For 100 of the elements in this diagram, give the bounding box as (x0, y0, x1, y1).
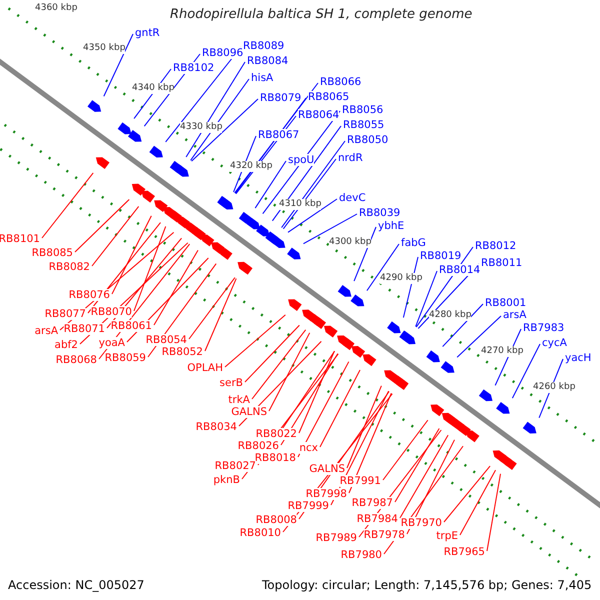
gene-label: RB8052 (162, 346, 203, 358)
gene-label: RB7980 (340, 549, 382, 561)
leader-line (134, 226, 166, 312)
gene-label: RB8102 (173, 62, 214, 74)
gene-label: abf2 (54, 339, 78, 351)
scale-label: 4340 kbp (132, 83, 174, 94)
leader-line (415, 270, 438, 328)
scale-label: 4280 kbp (429, 310, 472, 321)
gene-label: spoU (288, 154, 314, 166)
gene-label: RB7983 (523, 322, 564, 334)
gene-label: RB7984 (356, 513, 398, 525)
leader-line (416, 246, 474, 328)
gene-label: cycA (542, 337, 567, 349)
leader-line (204, 278, 237, 352)
gene-label: RB8008 (256, 514, 297, 526)
gene-label: serB (220, 377, 243, 389)
gene-label: RB7989 (316, 532, 357, 544)
leader-line (382, 420, 428, 480)
gene-label: RB8018 (254, 452, 296, 464)
leader-line (42, 172, 94, 238)
gene-label: trkA (228, 394, 250, 406)
gene-label: RB8011 (481, 257, 522, 269)
gene-label: RB8064 (298, 109, 340, 121)
gene-label: RB8096 (202, 47, 244, 59)
scale-label: 4320 kbp (230, 161, 272, 172)
leader-line (288, 198, 338, 233)
leader-line (442, 304, 484, 348)
gene-label: RB8056 (342, 104, 384, 116)
leader-line (281, 140, 346, 228)
gene-label: OPLAH (187, 362, 223, 374)
gene-label: arsA (34, 325, 58, 337)
gene-label: ncx (299, 442, 318, 454)
leader-line (190, 78, 250, 161)
gene-label: RB8085 (32, 247, 73, 259)
scale-label: 4350 kbp (83, 43, 126, 54)
leader-line (188, 277, 236, 340)
leader-line (512, 344, 540, 399)
leader-line (456, 316, 502, 358)
gene-label: GALNS (231, 406, 267, 418)
leader-line (348, 392, 392, 494)
gene-label: RB8065 (308, 91, 350, 103)
scale-label: 4270 kbp (481, 346, 524, 357)
gene-label: RB8019 (420, 250, 462, 262)
gene-label: RB7987 (352, 497, 393, 509)
gene-label: devC (339, 192, 366, 204)
leader-line (154, 250, 198, 326)
gene-label: RB8084 (247, 55, 288, 67)
gene-label: fabG (401, 237, 426, 249)
gene-label: arsA (503, 309, 526, 321)
gene-label: nrdR (338, 152, 363, 164)
leader-line (282, 158, 336, 230)
leader-line (302, 214, 358, 244)
gene-label: RB8076 (68, 289, 110, 301)
leader-line (320, 370, 360, 448)
leader-line (148, 263, 217, 358)
leader-line (394, 428, 440, 502)
gene-label: RB8026 (238, 440, 279, 452)
gene-label: RB8027 (214, 460, 256, 472)
gene-label: pknB (213, 474, 240, 486)
gene-label: RB7991 (340, 475, 381, 487)
scale-label: 4300 kbp (329, 237, 372, 248)
scale-label: 4260 kbp (533, 382, 576, 393)
leader-line (88, 222, 162, 314)
leader-line (366, 244, 400, 292)
gene-label: RB8066 (320, 76, 362, 88)
gene-label: RB8050 (347, 134, 388, 146)
gene-label: yoaA (98, 337, 125, 349)
gene-label: RB8001 (485, 297, 526, 309)
gene-label: RB8022 (256, 428, 297, 440)
scale-label: 4330 kbp (180, 122, 222, 133)
leader-line (268, 332, 310, 412)
leader-line (406, 439, 455, 534)
leader-line (272, 126, 342, 222)
gene-label: RB8034 (196, 421, 237, 433)
leader-line (92, 206, 140, 266)
gene-label: RB7965 (444, 546, 485, 558)
leader-line (400, 434, 449, 518)
leader-line (298, 350, 335, 434)
footer-text: Topology: circular; Length: 7,145,576 bp; Genes: 7,405 (262, 580, 592, 591)
gene-label: RB7998 (306, 488, 347, 500)
leader-line (460, 470, 496, 536)
gene-label: gntR (135, 27, 160, 39)
leader-line (112, 215, 152, 294)
scale-label: 4310 kbp (279, 199, 322, 210)
leader-line (103, 34, 134, 97)
gene-label: RB8039 (359, 207, 400, 219)
gene-label: RB8010 (240, 527, 281, 539)
leader-line (191, 98, 258, 162)
gene-label: RB8061 (110, 320, 152, 332)
leader-line (354, 226, 376, 282)
leader-line (444, 466, 491, 522)
gene-label: RB8079 (260, 92, 302, 104)
gene-label: RB8067 (258, 129, 300, 141)
gene-label: RB8012 (475, 240, 516, 252)
scale-label: 4360 kbp (35, 3, 78, 14)
gene-label: RB8055 (343, 119, 384, 131)
title: Rhodopirellula baltica SH 1, complete genome (170, 9, 472, 21)
gene-label: yacH (565, 352, 592, 364)
gene-label: RB7978 (364, 529, 405, 541)
gene-label: trpE (436, 530, 458, 542)
